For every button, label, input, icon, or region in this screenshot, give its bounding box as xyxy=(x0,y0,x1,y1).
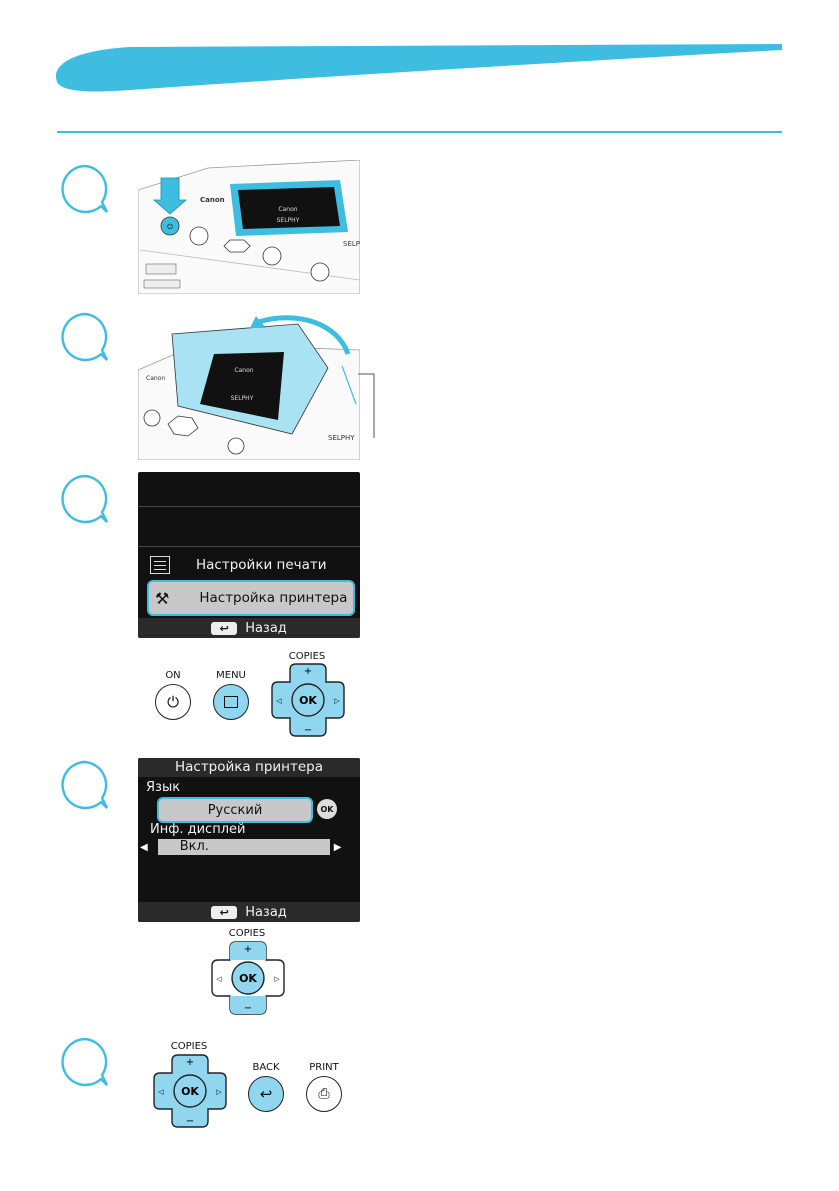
print-icon: ⎙ xyxy=(318,1086,330,1102)
svg-text:+: + xyxy=(304,666,312,677)
back-arrow-icon: ↩ xyxy=(259,1085,273,1103)
info-display-value: Вкл. xyxy=(157,839,330,855)
printer-brand-text: Canon xyxy=(200,196,225,204)
svg-text:◁: ◁ xyxy=(276,697,282,705)
menu-button[interactable] xyxy=(213,684,249,720)
step-bubble-2 xyxy=(61,312,109,362)
svg-text:◁: ◁ xyxy=(216,975,222,983)
dpad-copies[interactable]: OK + − ◁ ▷ xyxy=(210,940,286,1016)
tilt-printer-model: SELPHY xyxy=(328,434,355,442)
lcd-model-text: SELPHY xyxy=(277,217,300,224)
header-rule xyxy=(57,131,782,133)
step-bubble-1 xyxy=(61,164,109,214)
print-settings-icon xyxy=(150,556,170,574)
ok-label: OK xyxy=(239,972,257,985)
menu-icon xyxy=(224,696,238,708)
menu-item-printer-setup[interactable]: ⚒ Настройка принтера xyxy=(147,580,355,616)
back-arrow-icon: ↩ xyxy=(211,621,238,635)
printer-top-illustration: Canon SELPHY Canon SELPHY ⏻ xyxy=(138,160,360,294)
info-display-label: Инф. дисплей xyxy=(150,822,246,837)
ok-label: OK xyxy=(299,694,317,707)
menu-label: MENU xyxy=(216,670,246,681)
svg-text:▷: ▷ xyxy=(274,975,280,983)
header-banner xyxy=(55,44,782,92)
step-bubble-5 xyxy=(61,1037,109,1087)
step-bubble-3 xyxy=(61,474,109,524)
left-arrow-icon: ◀ xyxy=(140,841,148,853)
lcd-footer: ↩ Назад xyxy=(138,902,360,922)
print-button[interactable]: ⎙ xyxy=(306,1076,342,1112)
menu-item-print-settings[interactable]: Настройки печати xyxy=(138,554,360,576)
lcd-brand-text: Canon xyxy=(278,206,297,213)
back-label: BACK xyxy=(252,1062,280,1073)
screen-angle-callout xyxy=(360,373,375,438)
tilt-lcd-model: SELPHY xyxy=(231,395,254,402)
menu-item-label: Настройка принтера xyxy=(199,590,348,606)
ok-badge: OK xyxy=(317,799,337,819)
svg-text:⏻: ⏻ xyxy=(167,223,173,231)
copies-label: COPIES xyxy=(228,928,266,939)
on-button[interactable]: ⏻ xyxy=(155,684,191,720)
language-label: Язык xyxy=(146,780,181,795)
svg-text:+: + xyxy=(244,944,252,955)
footer-back-label: Назад xyxy=(245,620,287,636)
info-display-setting[interactable]: ◀ Вкл. ▶ xyxy=(138,838,360,856)
svg-text:−: − xyxy=(304,725,312,736)
lcd-printer-setup-screen: Настройка принтера Язык Русский OK Инф. … xyxy=(138,758,360,922)
right-arrow-icon: ▶ xyxy=(333,841,342,853)
step-bubble-4 xyxy=(61,760,109,810)
tilt-lcd-brand: Canon xyxy=(234,367,253,374)
language-value[interactable]: Русский xyxy=(157,797,313,823)
tools-icon: ⚒ xyxy=(155,588,170,608)
lcd-title: Настройка принтера xyxy=(138,758,360,777)
svg-text:▷: ▷ xyxy=(334,697,340,705)
svg-text:▷: ▷ xyxy=(216,1088,222,1096)
printer-model-text: SELPHY xyxy=(343,240,360,248)
on-label: ON xyxy=(165,670,181,681)
print-label: PRINT xyxy=(309,1062,339,1073)
copies-label: COPIES xyxy=(288,651,326,662)
ok-label: OK xyxy=(181,1085,199,1098)
lcd-footer: ↩ Назад xyxy=(138,618,360,638)
back-arrow-icon: ↩ xyxy=(211,905,238,919)
footer-back-label: Назад xyxy=(245,904,287,920)
dpad-copies[interactable]: OK + − ◁ ▷ xyxy=(152,1053,228,1129)
copies-label: COPIES xyxy=(170,1041,208,1052)
power-icon: ⏻ xyxy=(167,693,179,711)
dpad-copies[interactable]: OK + − ◁ ▷ xyxy=(270,662,346,738)
lcd-menu-screen: Настройки печати ⚒ Настройка принтера ↩ … xyxy=(138,472,360,638)
svg-text:◁: ◁ xyxy=(158,1088,164,1096)
svg-text:+: + xyxy=(186,1057,194,1068)
tilt-screen-illustration: Canon SELPHY Canon SELPHY xyxy=(138,310,360,460)
svg-text:−: − xyxy=(186,1116,194,1127)
tilt-printer-brand: Canon xyxy=(146,375,165,382)
back-button[interactable]: ↩ xyxy=(248,1076,284,1112)
menu-item-label: Настройки печати xyxy=(196,557,327,573)
svg-text:−: − xyxy=(244,1003,252,1014)
